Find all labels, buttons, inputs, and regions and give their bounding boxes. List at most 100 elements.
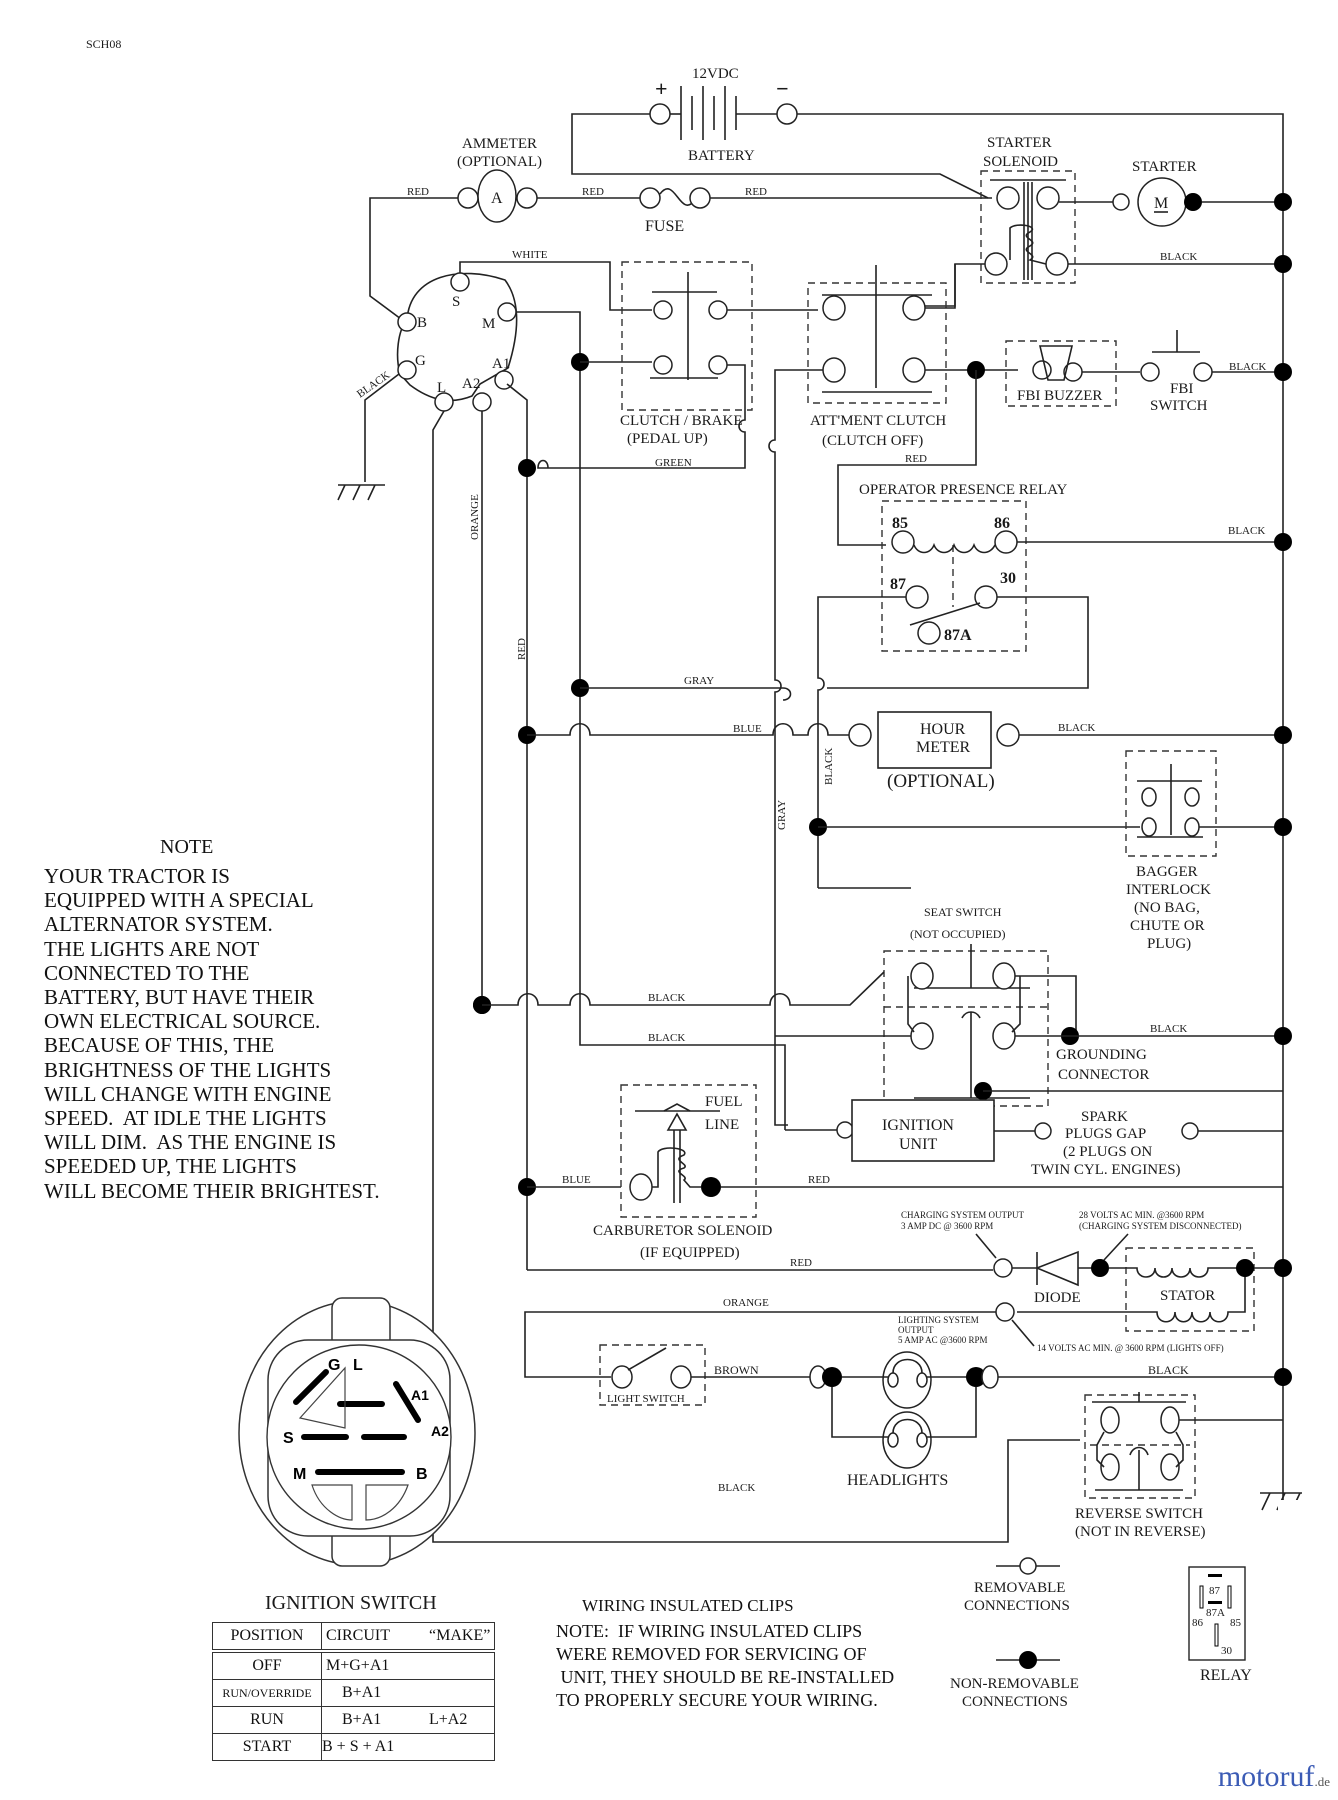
svg-text:30: 30 [1000,570,1016,587]
clutch-brake-switch: CLUTCH / BRAKE (PEDAL UP) [620,261,753,447]
svg-text:HEADLIGHTS: HEADLIGHTS [847,1472,948,1489]
svg-text:SEAT SWITCH: SEAT SWITCH [924,905,1002,919]
svg-text:RED: RED [745,186,767,198]
table-row: OFF M+G+A1 [212,1650,496,1680]
svg-text:METER: METER [916,739,971,756]
svg-text:BLACK: BLACK [1228,525,1265,537]
svg-text:OUTPUT: OUTPUT [898,1325,934,1335]
note-body: YOUR TRACTOR IS EQUIPPED WITH A SPECIAL … [44,864,380,1203]
table-row: RUN/OVERRIDE B+A1 [212,1679,496,1707]
svg-text:87A: 87A [1206,1607,1225,1619]
svg-text:REVERSE SWITCH: REVERSE SWITCH [1075,1506,1203,1522]
svg-text:FUSE: FUSE [645,218,684,235]
svg-text:3 AMP DC @ 3600 RPM: 3 AMP DC @ 3600 RPM [901,1221,993,1231]
svg-text:(OPTIONAL): (OPTIONAL) [457,154,542,170]
svg-text:A1: A1 [492,356,510,372]
bus-junctions [1274,193,1292,1045]
svg-text:INTERLOCK: INTERLOCK [1126,882,1211,898]
clips-title: WIRING INSULATED CLIPS [582,1596,794,1615]
svg-text:BAGGER: BAGGER [1136,864,1198,880]
ignition-unit: IGNITION UNIT [836,1099,995,1162]
svg-text:L: L [353,1357,363,1374]
svg-text:ATT'MENT CLUTCH: ATT'MENT CLUTCH [810,413,946,429]
table-row: RUN B+A1 L+A2 [212,1706,496,1734]
svg-text:BLACK: BLACK [648,1032,685,1044]
svg-text:86: 86 [1192,1617,1204,1629]
doc-id: SCH08 [86,37,121,51]
svg-text:(NOT IN REVERSE): (NOT IN REVERSE) [1075,1524,1206,1540]
svg-text:BLACK: BLACK [1058,722,1095,734]
svg-text:GROUNDING: GROUNDING [1056,1047,1147,1063]
svg-text:BLUE: BLUE [562,1174,591,1186]
motoruf-logo[interactable]: motoruf.de [1218,1760,1330,1794]
battery-label: BATTERY [688,148,755,164]
svg-text:14 VOLTS AC MIN. @ 3600 RPM (L: 14 VOLTS AC MIN. @ 3600 RPM (LIGHTS OFF) [1037,1343,1224,1353]
svg-text:ORANGE: ORANGE [723,1297,769,1309]
svg-text:(CHARGING SYSTEM DISCONNECTED): (CHARGING SYSTEM DISCONNECTED) [1079,1221,1242,1231]
svg-text:LINE: LINE [705,1117,739,1133]
carburetor-solenoid: FUEL LINE CARBURETOR SOLENOID (IF EQUIPP… [593,1084,772,1261]
svg-text:A1: A1 [411,1387,429,1403]
lighting-output: LIGHTING SYSTEM OUTPUT 5 AMP AC @3600 RP… [898,1315,1224,1353]
svg-text:CONNECTIONS: CONNECTIONS [962,1694,1068,1710]
battery-minus: − [776,76,789,101]
svg-text:AMMETER: AMMETER [462,136,537,152]
svg-text:FBI: FBI [1170,381,1193,397]
svg-text:OPERATOR PRESENCE RELAY: OPERATOR PRESENCE RELAY [859,482,1068,498]
svg-text:SOLENOID: SOLENOID [983,154,1058,170]
svg-text:IGNITION: IGNITION [882,1117,954,1134]
svg-text:30: 30 [1221,1645,1233,1657]
svg-text:B: B [417,315,427,331]
svg-text:(PEDAL UP): (PEDAL UP) [627,431,708,447]
svg-text:A2: A2 [431,1423,449,1439]
svg-text:85: 85 [892,515,908,532]
legend-nonremovable: NON-REMOVABLE CONNECTIONS [950,1651,1079,1710]
svg-text:FBI BUZZER: FBI BUZZER [1017,388,1102,404]
wire-label-red: RED [407,186,429,198]
svg-text:BLACK: BLACK [355,369,392,400]
battery: 12VDC + − BATTERY [649,66,798,164]
headlights: HEADLIGHTS [809,1351,999,1489]
svg-text:87A: 87A [944,627,972,644]
fuse: FUSE [639,187,711,235]
operator-presence-relay: OPERATOR PRESENCE RELAY 85 86 87 30 87A [859,482,1068,652]
svg-text:HOUR: HOUR [920,721,966,738]
charging-output: CHARGING SYSTEM OUTPUT 3 AMP DC @ 3600 R… [901,1210,1025,1278]
svg-text:STARTER: STARTER [1132,159,1197,175]
ignition-switch-terminals: S B M G L A2 A1 [396,272,518,412]
svg-text:S: S [283,1430,294,1447]
svg-text:L: L [437,380,446,396]
table-row: START B + S + A1 [212,1733,496,1761]
attachment-clutch-switch: ATT'MENT CLUTCH (CLUTCH OFF) [807,265,947,449]
svg-text:CONNECTOR: CONNECTOR [1058,1067,1149,1083]
svg-text:GRAY: GRAY [684,675,714,687]
svg-text:RED: RED [790,1257,812,1269]
svg-text:CLUTCH / BRAKE: CLUTCH / BRAKE [620,413,743,429]
clips-note: NOTE: IF WIRING INSULATED CLIPS WERE REM… [556,1621,895,1710]
legend-relay: 87 87A 86 85 30 RELAY [1188,1566,1252,1684]
hour-meter: HOUR METER (OPTIONAL) [848,711,1020,792]
svg-text:GREEN: GREEN [655,457,692,469]
svg-text:LIGHTING SYSTEM: LIGHTING SYSTEM [898,1315,979,1325]
ignition-switch-table: POSITION CIRCUIT “MAKE” OFF M+G+A1 RUN/O… [212,1622,496,1761]
volts28-annotation: 28 VOLTS AC MIN. @3600 RPM (CHARGING SYS… [1079,1210,1242,1261]
legend-removable: REMOVABLE CONNECTIONS [964,1557,1070,1614]
svg-text:B: B [416,1466,428,1483]
svg-text:BLACK: BLACK [718,1482,755,1494]
svg-text:CHARGING SYSTEM OUTPUT: CHARGING SYSTEM OUTPUT [901,1210,1025,1220]
svg-text:ORANGE: ORANGE [469,494,481,540]
svg-text:DIODE: DIODE [1034,1290,1081,1306]
diode: DIODE [1012,1250,1081,1306]
svg-text:BLACK: BLACK [1148,1363,1189,1377]
svg-text:(NO BAG,: (NO BAG, [1134,900,1200,916]
table-header-row: POSITION CIRCUIT “MAKE” [212,1622,496,1652]
svg-text:PLUGS GAP: PLUGS GAP [1065,1126,1146,1142]
svg-text:GRAY: GRAY [776,800,788,830]
svg-text:CARBURETOR SOLENOID: CARBURETOR SOLENOID [593,1223,772,1239]
fbi-buzzer: FBI BUZZER [1005,340,1117,407]
reverse-switch: REVERSE SWITCH (NOT IN REVERSE) [1075,1392,1206,1540]
starter-solenoid: STARTER SOLENOID [980,135,1076,284]
svg-text:85: 85 [1230,1617,1242,1629]
svg-text:FUEL: FUEL [705,1094,743,1110]
